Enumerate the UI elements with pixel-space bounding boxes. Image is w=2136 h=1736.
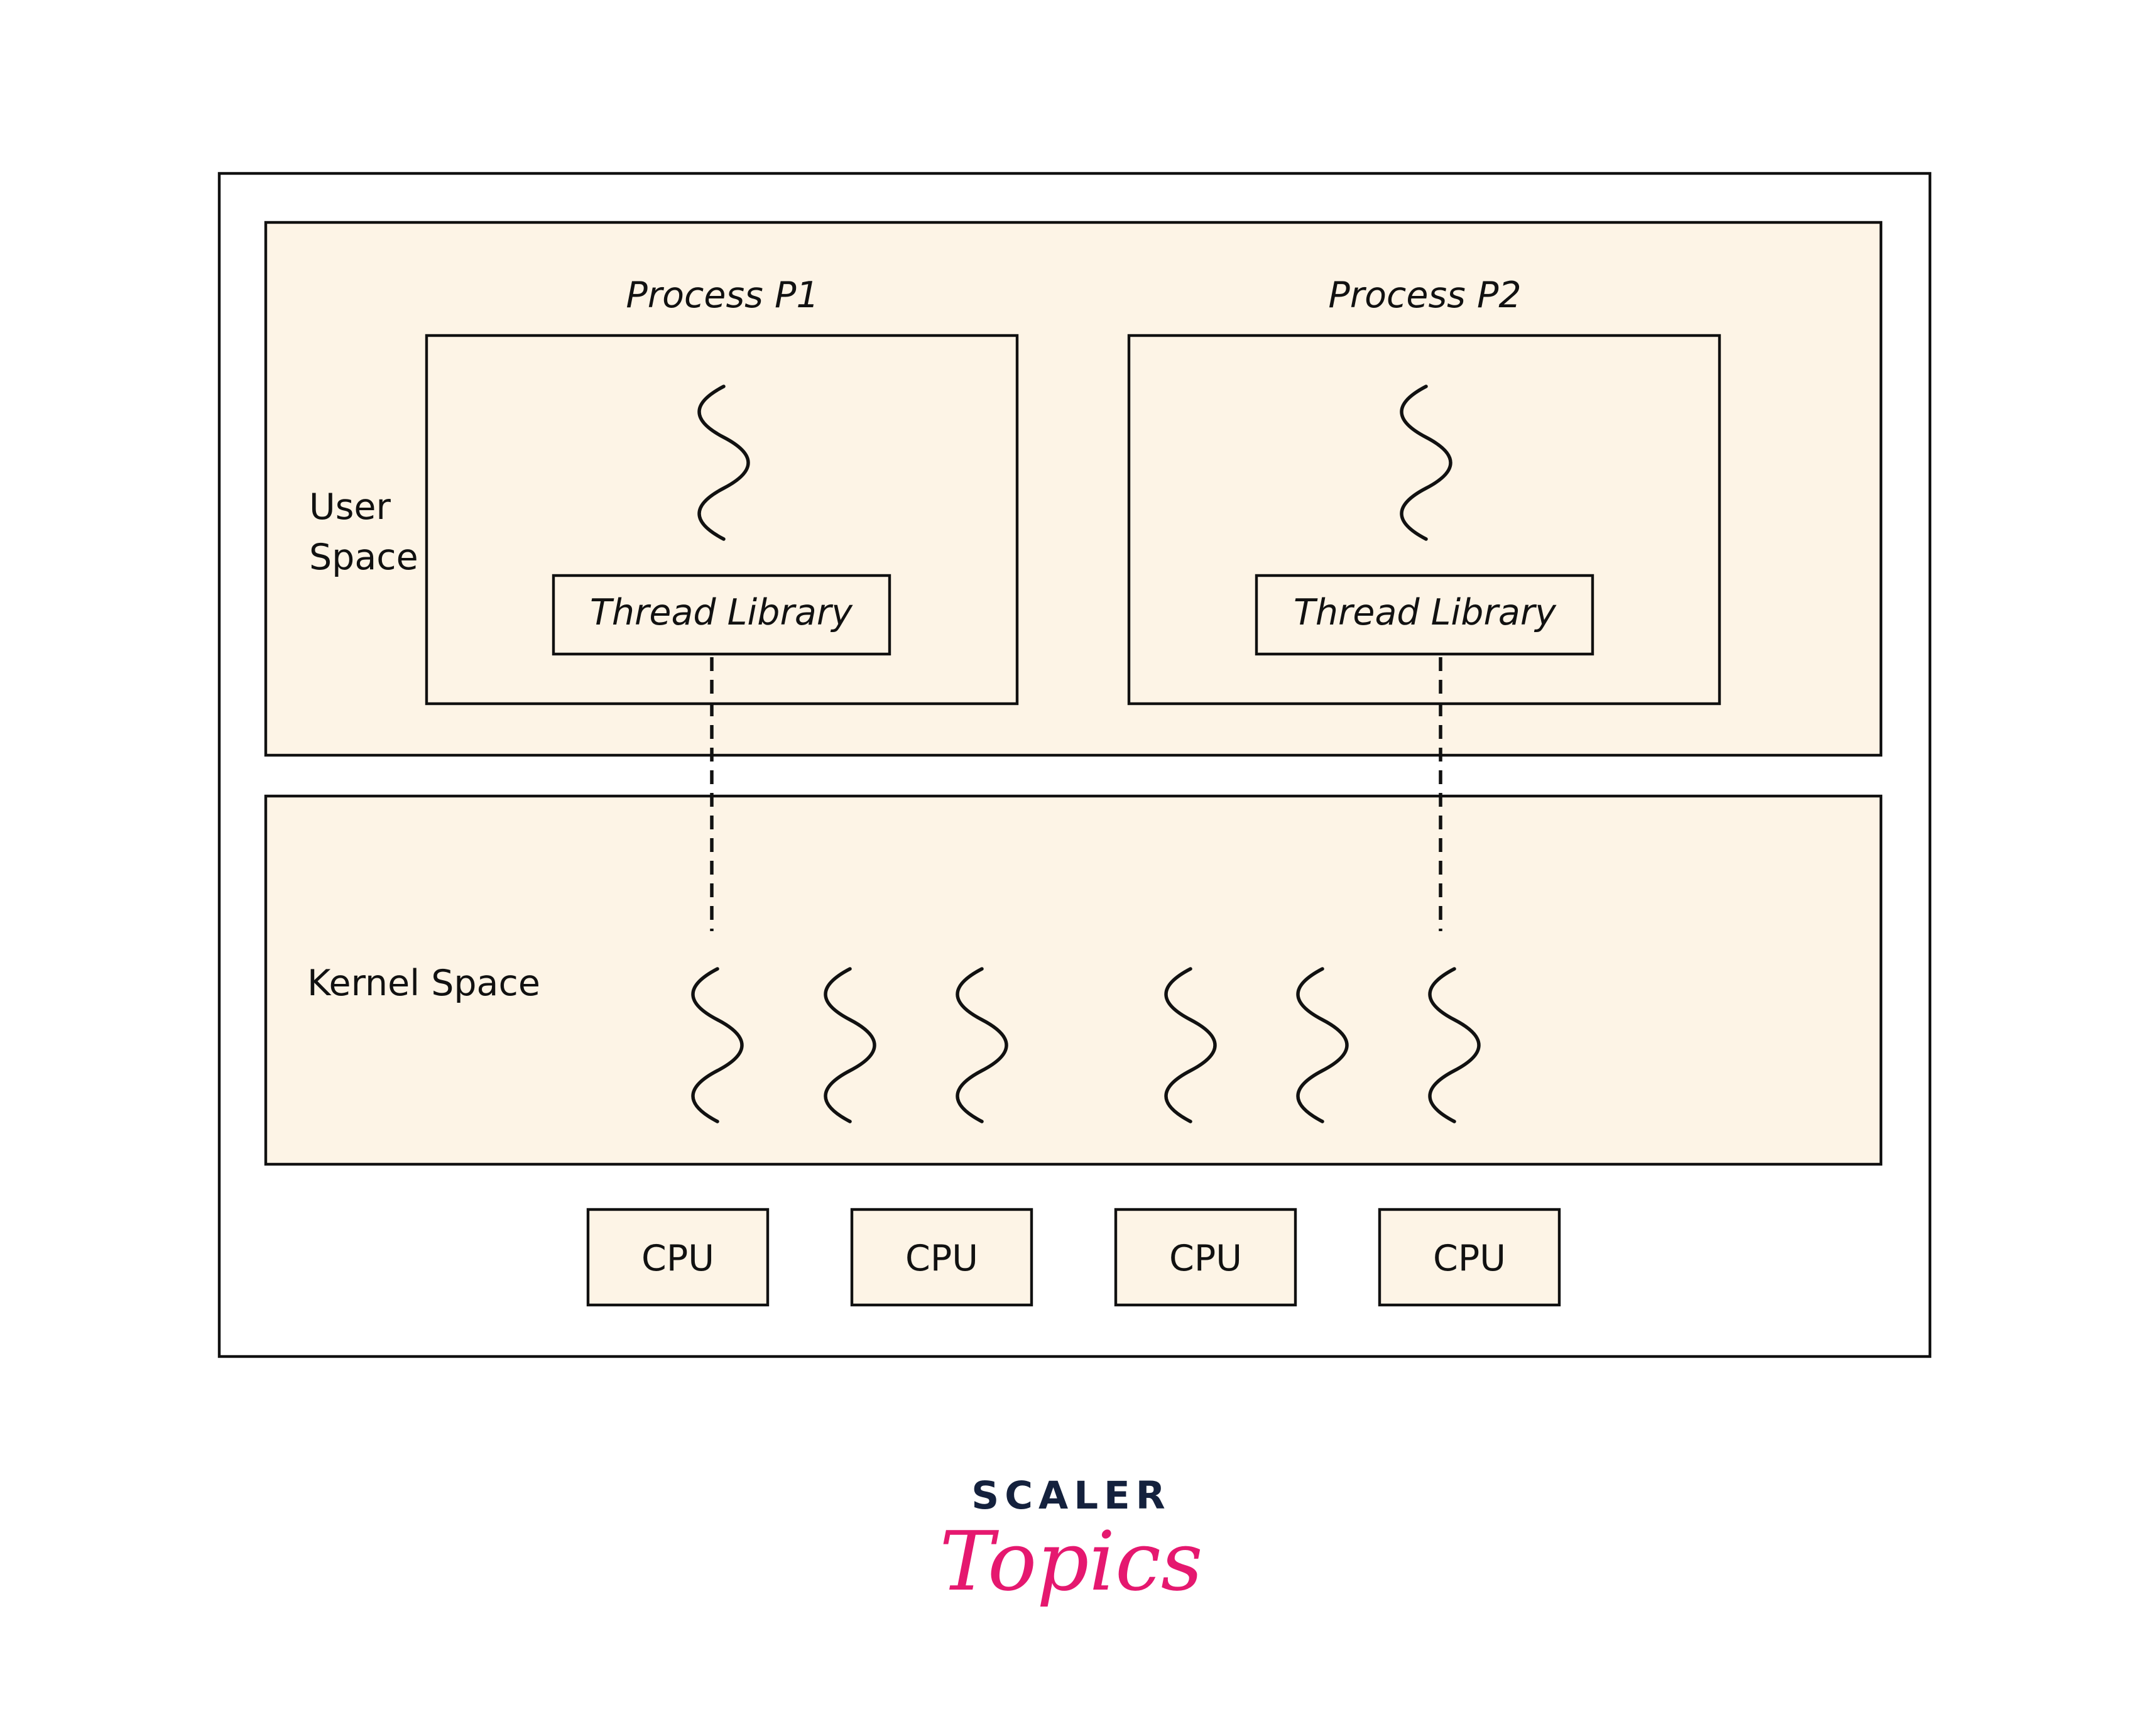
kernel-thread-icon	[691, 967, 744, 1123]
user-thread-icon-p2	[1400, 385, 1452, 541]
kernel-space-panel	[264, 794, 1883, 1166]
scaler-topics-logo: SCALER Topics	[939, 1473, 1202, 1609]
cpu-label-3: CPU	[1169, 1238, 1242, 1279]
thread-library-p2-label: Thread Library	[1294, 592, 1557, 633]
thread-library-p1-label: Thread Library	[590, 592, 853, 633]
logo-scaler-text: SCALER	[971, 1473, 1170, 1518]
cpu-box-2	[850, 1208, 1033, 1307]
cpu-label-2: CPU	[905, 1238, 978, 1279]
kernel-thread-icon	[1164, 967, 1217, 1123]
process-p1-title: Process P1	[626, 275, 819, 316]
kernel-space-label: Kernel Space	[307, 963, 540, 1004]
cpu-box-1	[586, 1208, 770, 1307]
process-p1-box	[425, 334, 1019, 706]
kernel-thread-icon	[956, 967, 1008, 1123]
thread-library-p1	[552, 574, 891, 656]
process-p2-title: Process P2	[1328, 275, 1521, 316]
kernel-thread-icon	[1296, 967, 1349, 1123]
kernel-thread-icon	[1428, 967, 1481, 1123]
thread-library-p2	[1255, 574, 1594, 656]
kernel-thread-icon	[824, 967, 876, 1123]
user-space-label-line1: User	[309, 486, 391, 528]
cpu-label-4: CPU	[1433, 1238, 1506, 1279]
user-thread-icon-p1	[697, 385, 750, 541]
user-space-label-line2: Space	[309, 537, 418, 578]
cpu-label-1: CPU	[641, 1238, 714, 1279]
cpu-box-3	[1114, 1208, 1297, 1307]
cpu-box-4	[1378, 1208, 1561, 1307]
logo-topics-text: Topics	[939, 1514, 1202, 1609]
